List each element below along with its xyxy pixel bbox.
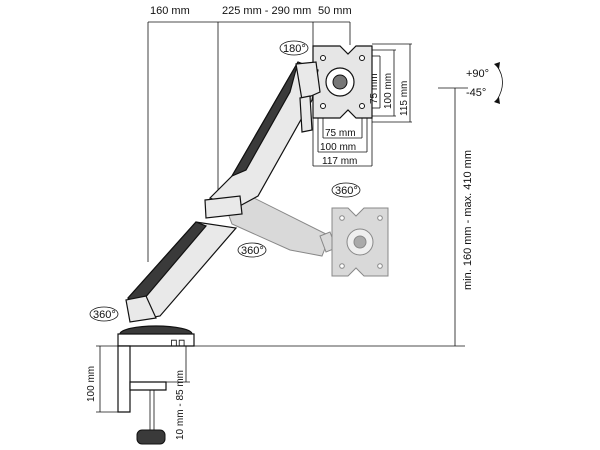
vesa-117-h-label: 117 mm [322,156,357,167]
clamp-upright [117,345,131,413]
top-dimension-lines [147,21,351,262]
ghost-center-hub [353,235,367,249]
desk-thickness-label: 10 mm - 85 mm [175,370,186,440]
vesa-hole [320,103,326,109]
base-joint [125,295,157,323]
swivel-joint-ring-icon [237,242,267,258]
vesa-center-hub [332,74,348,90]
vesa-100-h-label: 100 mm [320,142,356,153]
height-range-label: min. 160 mm - max. 410 mm [462,150,474,290]
clamp-height-label: 100 mm [86,366,97,402]
tilt-head-joint [295,61,321,101]
tilt-head-link [299,95,313,133]
head-rotation-label: 180° [283,43,306,55]
forearm-dark-edge [230,61,299,178]
tilt-arrow-down-icon [494,97,500,104]
clamp-knob [136,429,166,445]
main-arm [204,61,321,219]
height-range-dimension [190,87,468,347]
desk-thickness-dimension [166,345,190,383]
vesa-115-v-label: 115 mm [399,81,410,116]
lower-arm [125,221,238,323]
desk-clamp: ⊓⊓ [117,325,195,445]
vesa-plate-ghost [331,207,389,277]
vesa-hole [320,55,326,61]
clamp-lower-jaw [129,381,167,391]
rotation-180-ring-icon [279,40,309,56]
tilt-up-label: +90° [466,68,489,80]
arm-reach-1-label: 160 mm [150,5,190,17]
swivel-head-ring-icon [331,182,361,198]
swivel-head-label: 360° [335,185,358,197]
vesa-vertical-dims [372,43,412,123]
vesa-hole [359,103,365,109]
tilt-arrow-up-icon [494,62,500,69]
tilt-down-label: -45° [466,87,486,99]
swivel-base-ring-icon [89,306,119,322]
vesa-hole [359,55,365,61]
vesa-75-h-label: 75 mm [325,128,356,139]
vesa-horizontal-dims [312,118,373,167]
swivel-joint-label: 360° [241,245,264,257]
arm-reach-2-label: 225 mm - 290 mm [222,5,311,17]
swivel-base-label: 360° [93,309,116,321]
tilt-arc-icon [496,65,503,101]
clamp-logo-mark: ⊓⊓ [170,338,186,349]
vesa-plate-main [312,45,373,119]
base-plate [117,333,195,347]
head-offset-label: 50 mm [318,5,352,17]
clamp-height-dimension [96,345,118,413]
elbow-joint [204,195,243,219]
vesa-75-v-label: 75 mm [369,73,380,104]
vesa-100-v-label: 100 mm [383,73,394,109]
